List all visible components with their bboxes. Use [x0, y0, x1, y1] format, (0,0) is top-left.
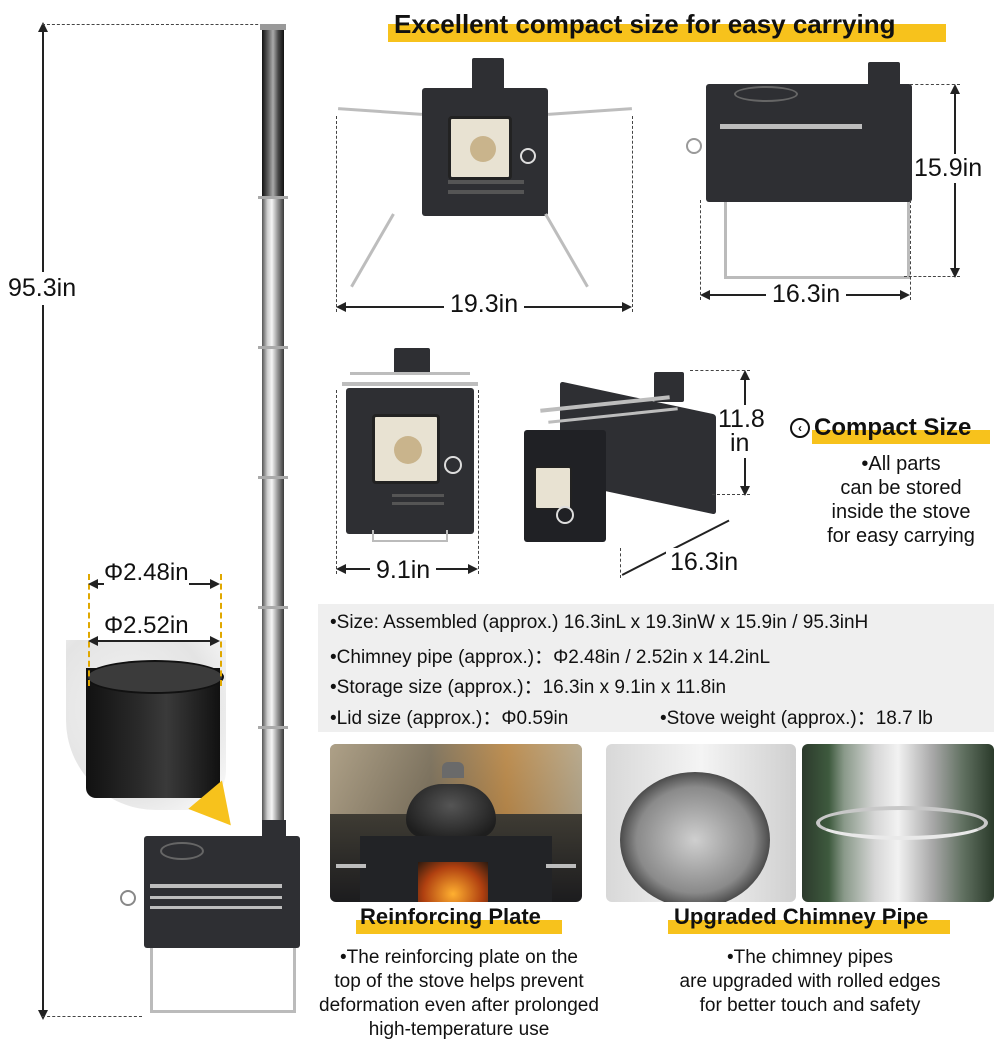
feature-chimney-title: Upgraded Chimney Pipe	[674, 904, 929, 929]
stored-height-label-2: in	[730, 429, 750, 458]
title-highlight	[388, 24, 946, 42]
page-title: Excellent compact size for easy carrying	[394, 9, 896, 39]
compact-title-highlight	[812, 430, 990, 444]
pipe-edge-photo	[606, 744, 796, 902]
pipe-inner-label: Φ2.48in	[104, 559, 189, 587]
feature-line: for better touch and safety	[699, 995, 921, 1016]
feature-line: top of the stove helps prevent	[334, 971, 584, 992]
compact-line: •All parts	[861, 453, 941, 475]
spec-lid: •Lid size (approx.)：Φ0.59in	[330, 708, 569, 729]
front-width-label: 19.3in	[444, 290, 525, 319]
feature-reinforcing-title: Reinforcing Plate	[360, 904, 541, 929]
feature-line: high-temperature use	[368, 1019, 550, 1040]
side-height-label: 15.9in	[914, 154, 983, 183]
compact-line: can be stored	[840, 477, 962, 499]
stored-length-label: 16.3in	[666, 548, 743, 577]
stored-width-label: 9.1in	[370, 556, 437, 585]
compact-line: inside the stove	[831, 501, 971, 523]
side-length-label: 16.3in	[766, 280, 847, 309]
total-height-label: 95.3in	[8, 272, 77, 305]
chevron-left-circle-icon: ‹	[790, 418, 810, 438]
spec-size: •Size: Assembled (approx.) 16.3inL x 19.…	[330, 612, 869, 633]
feature-line: deformation even after prolonged	[319, 995, 599, 1016]
compact-line: for easy carrying	[827, 525, 975, 547]
spec-storage: •Storage size (approx.)：16.3in x 9.1in x…	[330, 677, 727, 698]
reinforcing-plate-photo	[330, 744, 582, 902]
spec-weight: •Stove weight (approx.)：18.7 lb	[660, 708, 933, 729]
feature-line: •The chimney pipes	[726, 947, 894, 968]
pipe-ring-photo	[802, 744, 994, 902]
spec-chimney: •Chimney pipe (approx.)：Φ2.48in / 2.52in…	[330, 647, 771, 668]
specifications-box	[318, 604, 994, 732]
compact-description: •All parts can be stored inside the stov…	[806, 452, 996, 548]
feature-line: are upgraded with rolled edges	[679, 971, 941, 992]
compact-title: Compact Size	[814, 414, 972, 441]
feature-line: •The reinforcing plate on the	[340, 947, 578, 968]
pipe-outer-label: Φ2.52in	[104, 612, 189, 640]
